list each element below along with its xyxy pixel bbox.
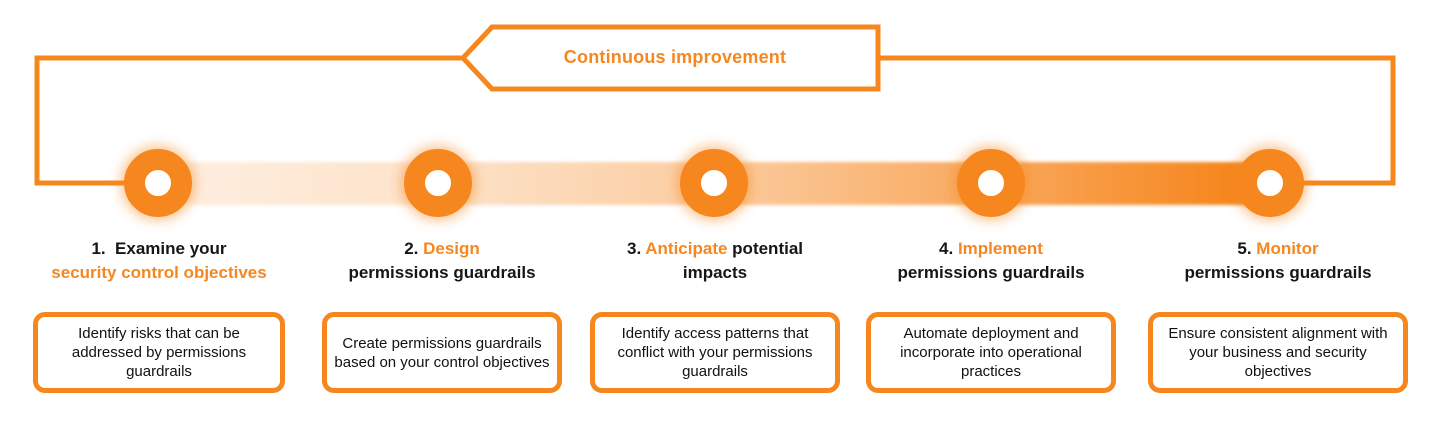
step-2-title-line2: permissions guardrails (348, 263, 536, 282)
step-4-title: 4. Implement permissions guardrails (852, 237, 1130, 285)
step-4-description-box: Automate deployment and incorporate into… (866, 312, 1116, 393)
step-3-description-box: Identify access patterns that conflict w… (590, 312, 840, 393)
step-3-marker-icon (680, 149, 748, 217)
step-1-description-box: Identify risks that can be addressed by … (33, 312, 285, 393)
step-3-title-line2: impacts (682, 263, 748, 282)
step-2-description: Create permissions guardrails based on y… (334, 334, 550, 371)
step-5-description: Ensure consistent alignment with your bu… (1168, 325, 1388, 380)
step-4-marker-icon (957, 149, 1025, 217)
step-3-title: 3. Anticipate potential impacts (576, 237, 854, 285)
step-3-title-text: 3. (626, 239, 646, 258)
step-1-title: 1. Examine your security control objecti… (20, 237, 298, 285)
loop-line-left (34, 55, 463, 186)
step-4-title-line2: permissions guardrails (897, 263, 1085, 282)
step-3-description: Identify access patterns that conflict w… (617, 325, 813, 380)
step-4-title-accent: Implement (957, 239, 1043, 258)
loop-line-right (878, 55, 1396, 186)
continuous-improvement-banner (459, 24, 881, 92)
step-5-title: 5. Monitor permissions guardrails (1139, 237, 1417, 285)
step-5-title-accent: Monitor (1256, 239, 1319, 258)
step-2-title-text: 2. (404, 239, 424, 258)
step-1-marker-icon (124, 149, 192, 217)
continuous-improvement-label: Continuous improvement (563, 47, 787, 67)
step-3-title-accent: Anticipate (645, 239, 728, 258)
step-1-title-text: 1. Examine your (91, 239, 227, 258)
step-1-column: 1. Examine your security control objecti… (20, 0, 298, 429)
step-2-title: 2. Design permissions guardrails (303, 237, 581, 285)
step-2-column: 2. Design permissions guardrails Create … (303, 0, 581, 429)
step-5-marker-icon (1236, 149, 1304, 217)
step-2-title-accent: Design (423, 239, 480, 258)
step-4-column: 4. Implement permissions guardrails Auto… (852, 0, 1130, 429)
step-5-title-text: 5. (1237, 239, 1257, 258)
step-3-title-suffix: potential (727, 239, 804, 258)
step-5-description-box: Ensure consistent alignment with your bu… (1148, 312, 1408, 393)
step-1-title-line2: security control objectives (51, 263, 267, 282)
step-4-description: Automate deployment and incorporate into… (900, 325, 1082, 380)
step-4-title-text: 4. (939, 239, 958, 258)
step-3-column: 3. Anticipate potential impacts Identify… (576, 0, 854, 429)
step-1-description: Identify risks that can be addressed by … (71, 325, 247, 380)
step-2-description-box: Create permissions guardrails based on y… (322, 312, 562, 393)
step-2-marker-icon (404, 149, 472, 217)
step-5-title-line2: permissions guardrails (1184, 263, 1372, 282)
step-5-column: 5. Monitor permissions guardrails Ensure… (1139, 0, 1417, 429)
